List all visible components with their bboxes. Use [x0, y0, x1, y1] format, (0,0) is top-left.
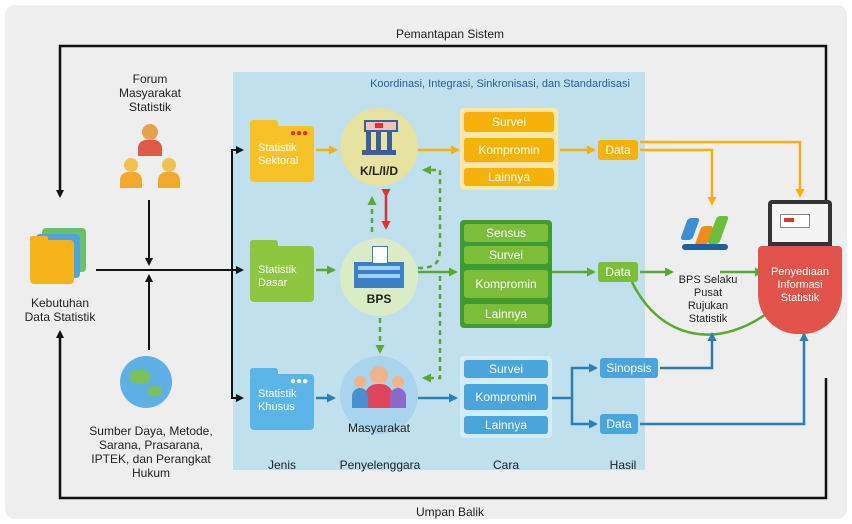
- rujukan-line-3: Rujukan: [687, 300, 729, 312]
- loop-top-line: [56, 44, 828, 205]
- cara-sektoral-kompromin: Kompromin: [464, 138, 554, 162]
- government-building-icon: [360, 120, 398, 156]
- bps-label: BPS: [366, 292, 392, 306]
- cara-khusus-survei: Survei: [464, 360, 548, 378]
- cara-dasar-survei: Survei: [464, 246, 548, 264]
- panel-title: Koordinasi, Integrasi, Sinkronisasi, dan…: [370, 78, 630, 90]
- kebutuhan-label-1: Kebutuhan: [30, 296, 90, 310]
- hasil-data-dasar: Data: [598, 262, 638, 282]
- branch-up-line: [231, 146, 244, 270]
- penyediaan-shield: [758, 246, 842, 334]
- monitor-icon: [768, 200, 832, 250]
- pemantapan-sistem-label: Pemantapan Sistem: [395, 27, 505, 41]
- cara-sektoral-survei: Survei: [464, 112, 554, 132]
- column-cara: Cara: [492, 458, 519, 472]
- bps-building-icon: [350, 246, 408, 290]
- dasar-line-2: Dasar: [258, 277, 288, 289]
- folder-sektoral: ●●●: [250, 120, 314, 182]
- cara-dasar-sensus: Sensus: [464, 224, 548, 242]
- cara-sektoral-lainnya: Lainnya: [464, 168, 554, 186]
- penyediaan-line-3: Statistik: [780, 292, 820, 304]
- cara-khusus-lainnya: Lainnya: [464, 416, 548, 434]
- branch-down-line: [231, 270, 244, 402]
- khusus-line-2: Khusus: [258, 401, 295, 413]
- loop-bottom-line: [56, 330, 828, 500]
- sektoral-line-2: Sektoral: [258, 155, 299, 167]
- penyediaan-line-1: Penyediaan: [770, 266, 830, 278]
- cara-dasar-group: Sensus Survei Kompromin Lainnya: [460, 220, 552, 328]
- kebutuhan-label-2: Data Statistik: [24, 310, 96, 324]
- rujukan-line-4: Statistik: [688, 313, 728, 325]
- cara-dasar-kompromin: Kompromin: [464, 270, 548, 298]
- hasil-data-khusus: Data: [600, 414, 638, 434]
- masyarakat-circle: [340, 356, 418, 434]
- folder-dasar: [250, 240, 314, 302]
- cara-khusus-kompromin: Kompromin: [464, 384, 548, 410]
- dasar-line-1: Statistik: [258, 264, 297, 276]
- forum-label-1: Forum: [132, 72, 168, 86]
- cara-sektoral-group: Survei Kompromin Lainnya: [460, 108, 558, 190]
- masyarakat-label: Masyarakat: [347, 421, 411, 435]
- cara-khusus-group: Survei Kompromin Lainnya: [460, 356, 552, 438]
- hasil-data-sektoral: Data: [598, 140, 638, 160]
- people-group-icon: [120, 124, 180, 194]
- sumber-label-1: Sumber Daya, Metode,: [89, 424, 213, 438]
- forum-label-2: Masyarakat: [118, 86, 182, 100]
- column-jenis: Jenis: [267, 458, 296, 472]
- bps-logo-icon: [678, 214, 732, 262]
- forum-label-3: Statistik: [128, 100, 171, 114]
- rujukan-line-2: Pusat: [693, 287, 723, 299]
- people-icon: [352, 366, 406, 410]
- cara-dasar-lainnya: Lainnya: [464, 304, 548, 324]
- bps-circle: [340, 238, 418, 316]
- penyediaan-line-2: Informasi: [777, 279, 823, 291]
- kli-circle: [340, 108, 418, 186]
- rujukan-line-1: BPS Selaku: [678, 274, 738, 286]
- column-penyelenggara: Penyelenggara: [339, 458, 421, 472]
- globe-icon: [120, 356, 172, 408]
- folder-stack-icon: [30, 228, 90, 288]
- sektoral-line-1: Statistik: [258, 142, 297, 154]
- column-hasil: Hasil: [609, 458, 637, 472]
- folder-khusus: ●●●: [250, 368, 314, 430]
- umpan-balik-label: Umpan Balik: [415, 505, 485, 519]
- khusus-line-1: Statistik: [258, 388, 297, 400]
- sumber-label-3: IPTEK, dan Perangkat: [91, 452, 211, 466]
- sumber-label-4: Hukum: [131, 466, 170, 480]
- hasil-sinopsis: Sinopsis: [600, 358, 658, 378]
- sumber-label-2: Sarana, Prasarana,: [98, 438, 204, 452]
- kli-label: K/L/I/D: [360, 164, 398, 178]
